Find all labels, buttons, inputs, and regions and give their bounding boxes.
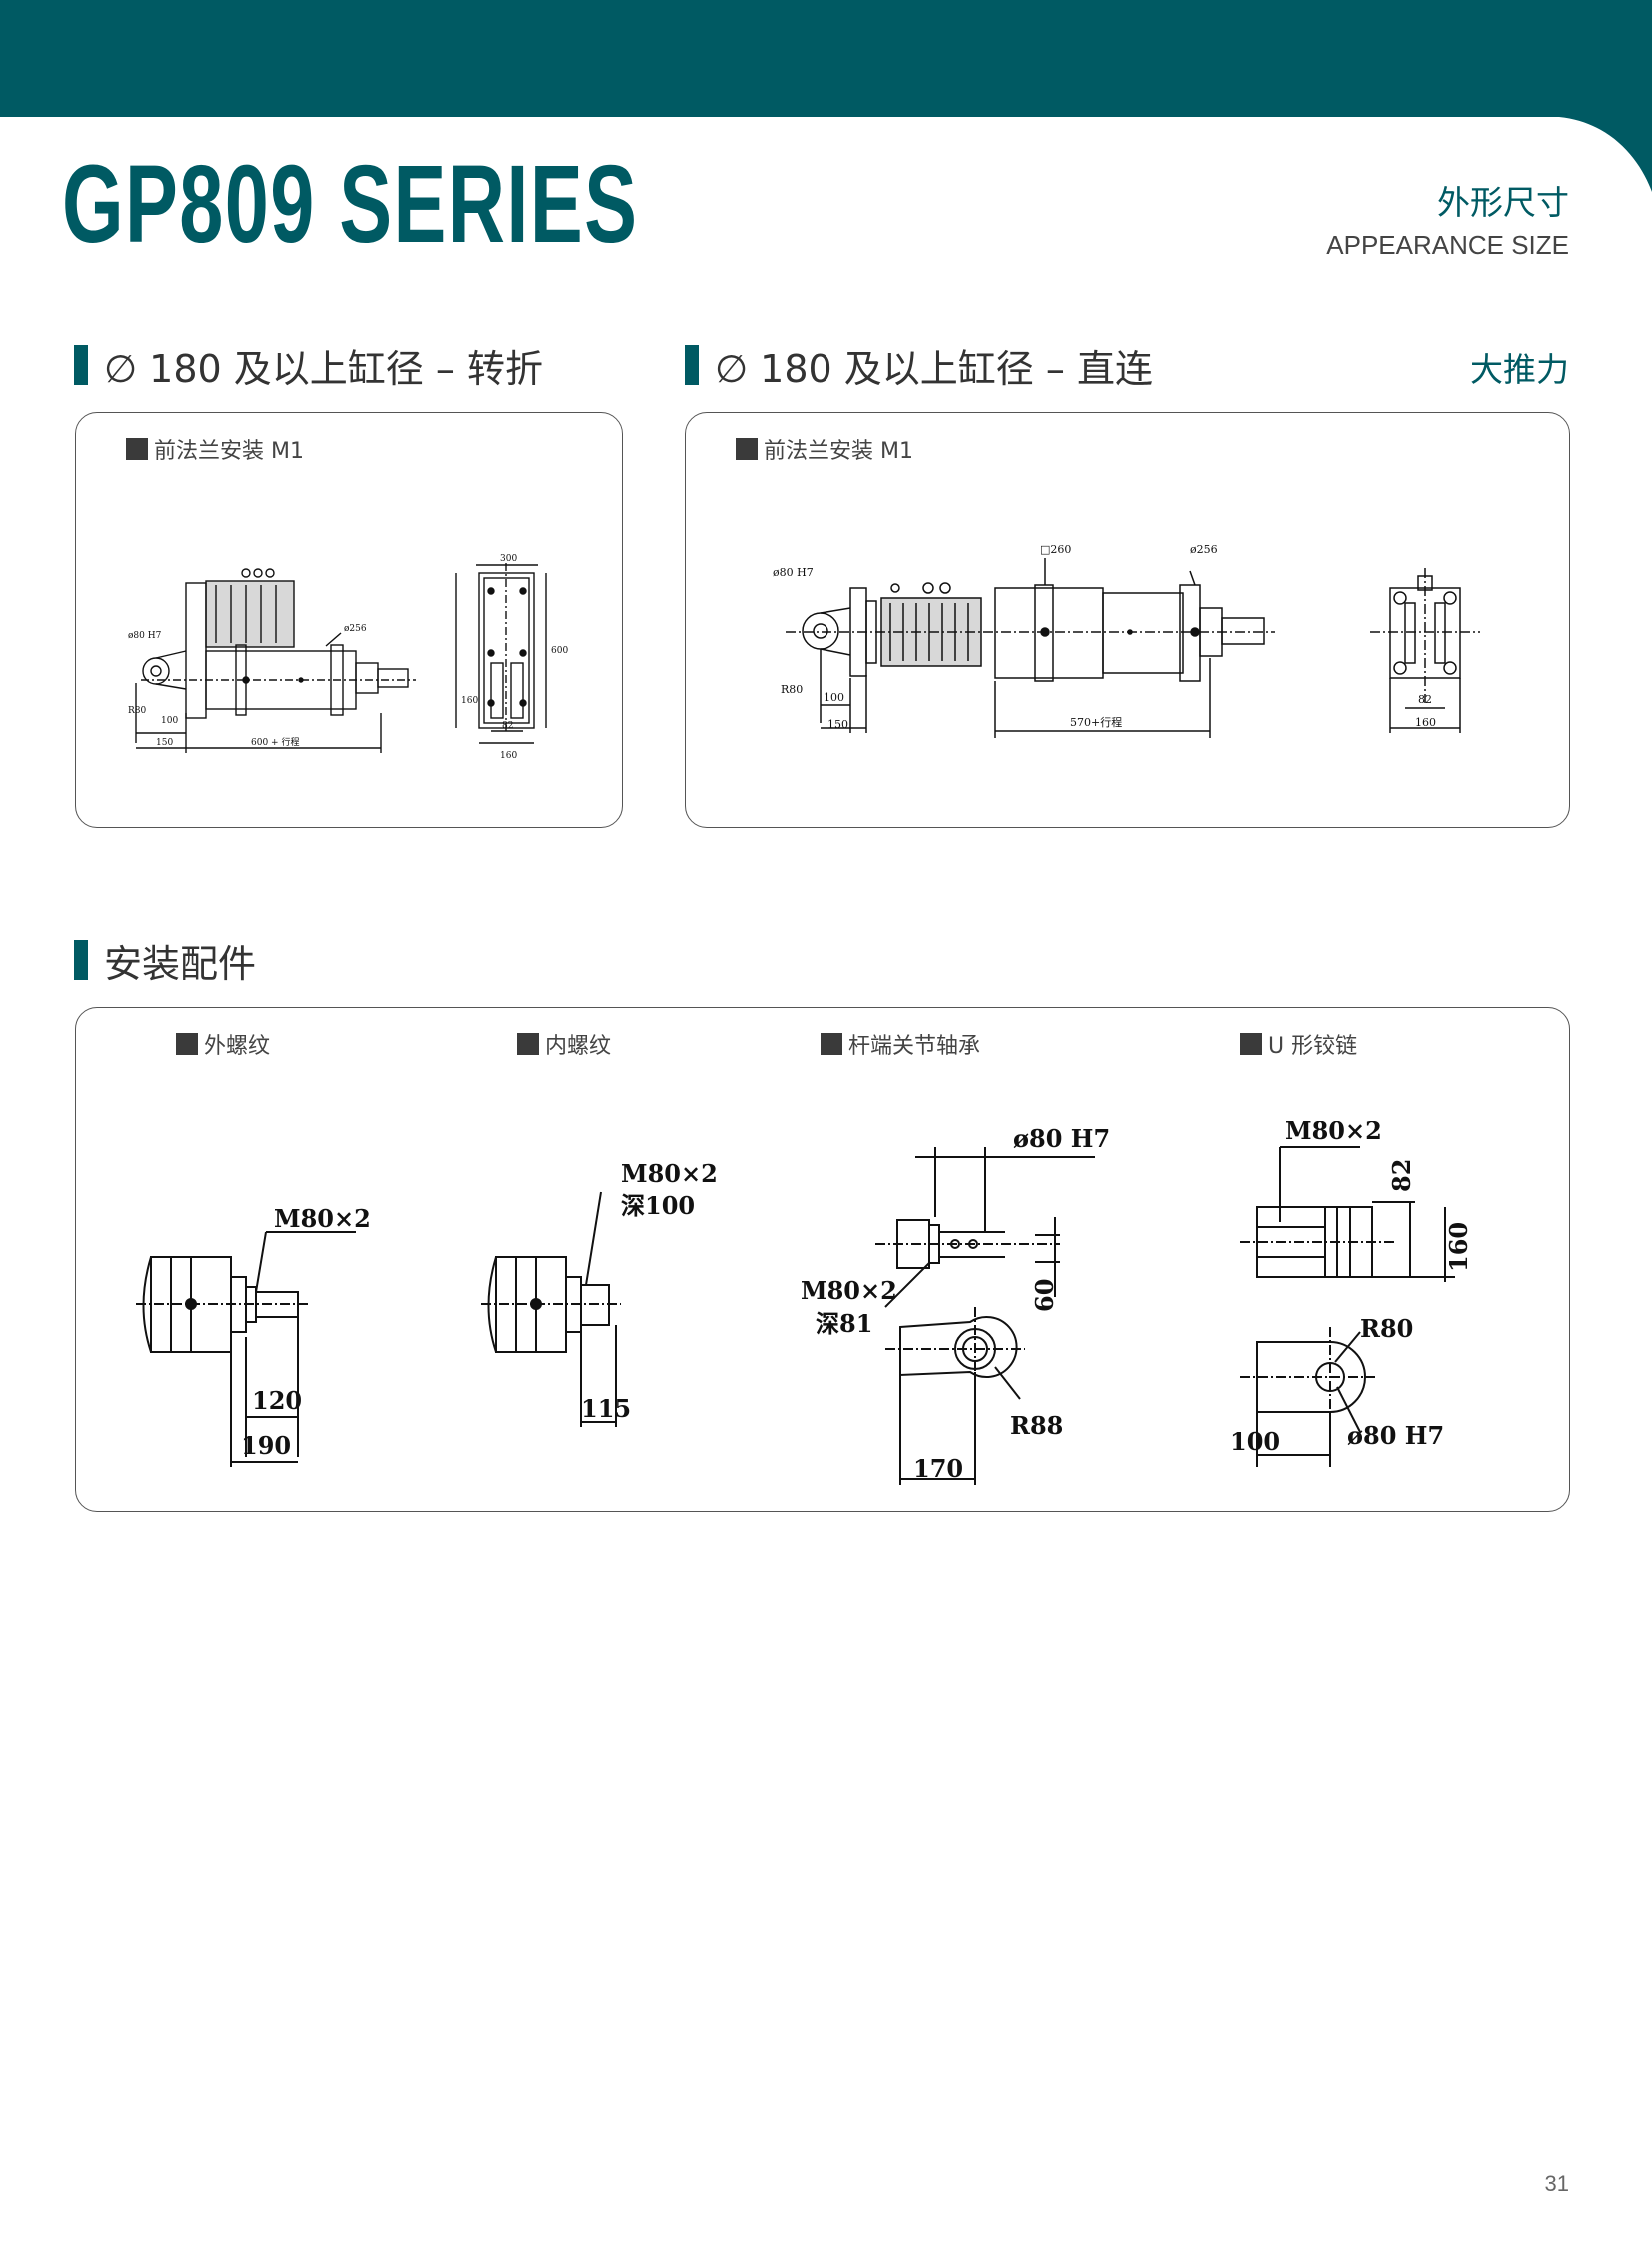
section-heading-direct: ∅ 180 及以上缸径 – 直连 <box>685 344 1153 391</box>
dim-direct-hole: ø80 H7 <box>773 566 814 579</box>
dim-int-thread: M80×2 <box>621 1159 718 1188</box>
dim-u-160: 160 <box>1444 1222 1473 1272</box>
dim-folded-hole: ø80 H7 <box>128 631 162 641</box>
dim-u-hole: ø80 H7 <box>1347 1421 1444 1450</box>
dim-folded-600: 600 <box>551 646 568 656</box>
square-bullet-icon <box>176 1033 198 1055</box>
dim-direct-82: 82 <box>1418 693 1432 706</box>
drawing-folded: ø80 H7 R80 100 150 600 + 行程 ø256 300 600… <box>128 554 568 761</box>
dim-rod-170: 170 <box>913 1454 963 1483</box>
accessory-label-internal-thread: 内螺纹 <box>517 1028 611 1060</box>
dim-ext-thread: M80×2 <box>274 1204 371 1233</box>
panel-folded-label: 前法兰安装 M1 <box>126 433 304 465</box>
square-bullet-icon <box>517 1033 539 1055</box>
page-heading-cn: 外形尺寸 <box>1437 183 1569 222</box>
square-bullet-icon <box>736 438 758 460</box>
dim-ext-190: 190 <box>241 1431 291 1460</box>
banner-corner-curve <box>1559 117 1652 192</box>
dim-u-82: 82 <box>1387 1159 1416 1192</box>
dim-folded-160w: 160 <box>500 751 517 761</box>
panel-direct: 前法兰安装 M1 <box>685 412 1570 828</box>
square-bullet-icon <box>821 1033 842 1055</box>
dim-folded-100: 100 <box>161 716 178 726</box>
accessory-label-text: 外螺纹 <box>204 1034 271 1059</box>
series-title: GP809 SERIES <box>62 143 639 266</box>
dim-direct-dia: ø256 <box>1190 543 1218 556</box>
square-bullet-icon <box>1240 1033 1262 1055</box>
section-marker <box>74 345 88 385</box>
panel-accessories: 外螺纹 内螺纹 杆端关节轴承 U 形铰链 <box>75 1007 1570 1512</box>
accessory-label-external-thread: 外螺纹 <box>176 1028 270 1060</box>
page-heading-en: APPEARANCE SIZE <box>1326 230 1569 260</box>
section-heading-folded-text: ∅ 180 及以上缸径 – 转折 <box>104 346 543 391</box>
dim-int-115: 115 <box>581 1394 631 1423</box>
accessory-label-text: U 形铰链 <box>1268 1034 1358 1059</box>
dim-u-100: 100 <box>1230 1427 1280 1456</box>
section-marker <box>74 940 88 980</box>
accessory-label-rod-end-bearing: 杆端关节轴承 <box>821 1028 980 1060</box>
accessory-label-text: 内螺纹 <box>545 1034 612 1059</box>
dim-direct-radius: R80 <box>781 683 803 696</box>
dim-rod-60: 60 <box>1030 1279 1059 1312</box>
section-marker <box>685 345 699 385</box>
accessory-label-text: 杆端关节轴承 <box>848 1034 981 1059</box>
dim-u-thread: M80×2 <box>1285 1117 1382 1145</box>
square-bullet-icon <box>126 438 148 460</box>
panel-direct-label: 前法兰安装 M1 <box>736 433 913 465</box>
dim-folded-150: 150 <box>156 738 173 748</box>
dim-rod-r88: R88 <box>1010 1411 1063 1440</box>
panel-folded: 前法兰安装 M1 <box>75 412 623 828</box>
dim-direct-square: □260 <box>1040 543 1071 556</box>
section-heading-accessories-text: 安装配件 <box>104 941 257 986</box>
dim-direct-160: 160 <box>1415 716 1436 729</box>
section-heading-folded: ∅ 180 及以上缸径 – 转折 <box>74 344 543 391</box>
section-heading-accessories: 安装配件 <box>74 939 256 986</box>
dim-direct-150: 150 <box>827 718 848 731</box>
dim-u-r80: R80 <box>1360 1314 1413 1343</box>
dim-folded-stroke: 600 + 行程 <box>251 736 299 748</box>
panel-direct-label-text: 前法兰安装 M1 <box>764 439 913 464</box>
dim-direct-stroke: 570+行程 <box>1070 716 1122 729</box>
dim-int-depth: 深100 <box>621 1191 695 1220</box>
accessory-label-u-clevis: U 形铰链 <box>1240 1028 1357 1060</box>
dim-rod-depth: 深81 <box>816 1309 872 1338</box>
dim-rod-hole: ø80 H7 <box>1013 1124 1110 1153</box>
drawing-accessories: M80×2 120 190 M80×2 深100 115 ø80 H7 M80×… <box>136 1117 1473 1485</box>
page-number: 31 <box>1544 2171 1569 2196</box>
dim-folded-300: 300 <box>500 554 517 564</box>
dim-folded-82: 82 <box>502 721 513 731</box>
dim-direct-100: 100 <box>824 691 844 704</box>
dim-folded-160h: 160 <box>461 696 478 706</box>
drawing-direct: ø80 H7 □260 ø256 R80 100 150 570+行程 82 1… <box>773 543 1480 738</box>
section-heading-direct-text: ∅ 180 及以上缸径 – 直连 <box>715 346 1153 391</box>
dim-folded-dia: ø256 <box>344 624 367 634</box>
dim-folded-radius: R80 <box>128 706 147 716</box>
dim-ext-120: 120 <box>252 1386 302 1415</box>
dim-rod-thread: M80×2 <box>801 1276 897 1305</box>
big-thrust-tag: 大推力 <box>1470 350 1569 389</box>
top-banner <box>0 0 1652 117</box>
panel-folded-label-text: 前法兰安装 M1 <box>154 439 304 464</box>
